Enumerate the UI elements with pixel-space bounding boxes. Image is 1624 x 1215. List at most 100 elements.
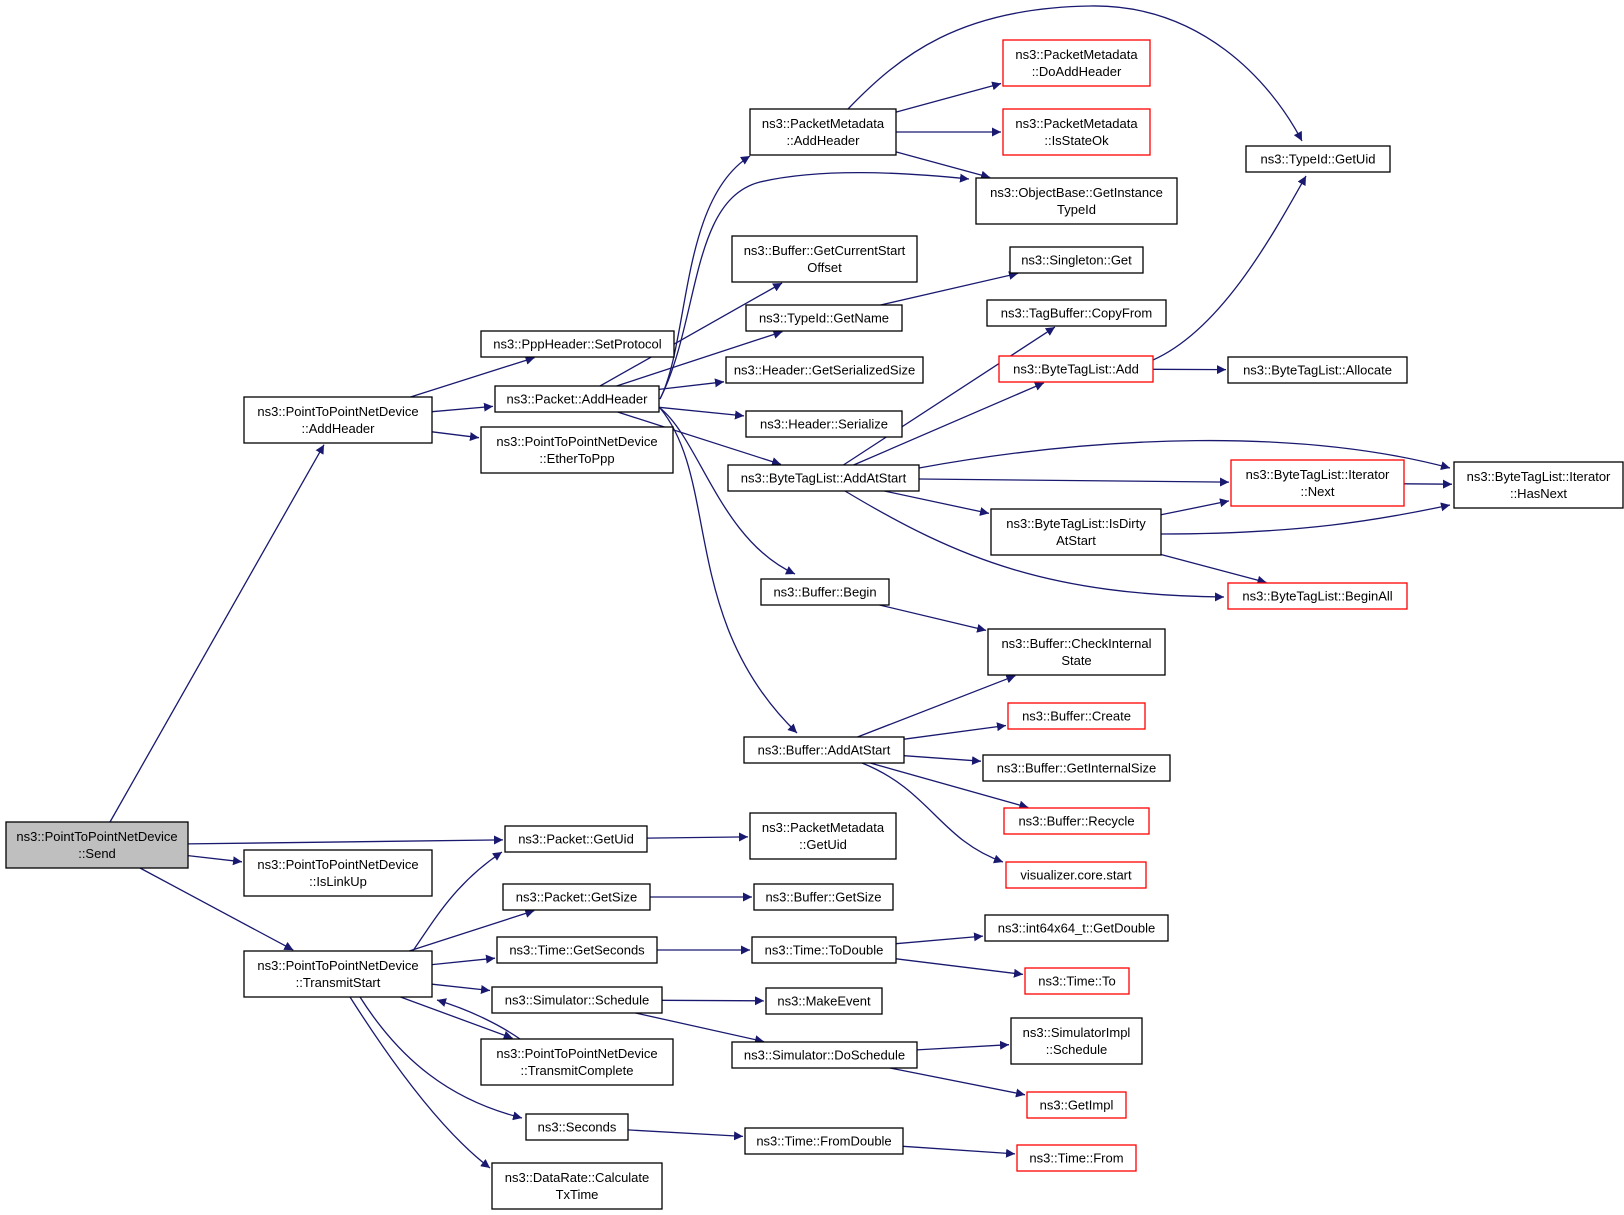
node-box [243,396,433,444]
node-time_from[interactable]: ns3::Time::From [1016,1144,1137,1172]
node-header_serialize[interactable]: ns3::Header::Serialize [745,410,903,438]
node-label: ns3::PppHeader::SetProtocol [493,337,661,352]
edge-p2p_addheader-to-p2p_ethertoppp [431,431,480,442]
node-box [998,355,1154,383]
edge-time_fromdouble-to-time_from [902,1145,1016,1158]
node-buf_begin[interactable]: ns3::Buffer::Begin [760,578,890,606]
node-box [480,1038,674,1086]
edge-buf_addatstart-to-buf_checkinternal [857,674,1016,738]
edge-packet_addheader-to-btl_addatstart [617,411,782,466]
edge-seconds-to-time_fromdouble [627,1129,744,1141]
node-btl_addatstart[interactable]: ns3::ByteTagList::AddAtStart [727,464,920,492]
node-int64_getdouble[interactable]: ns3::int64x64_t::GetDouble [984,914,1169,942]
node-tagbuf_copyfrom[interactable]: ns3::TagBuffer::CopyFrom [986,299,1167,327]
edge-packet_addheader-to-header_getsersize [658,378,725,391]
node-time_getseconds[interactable]: ns3::Time::GetSeconds [496,936,658,964]
node-sim_doschedule[interactable]: ns3::Simulator::DoSchedule [731,1041,918,1069]
node-box [1002,39,1151,87]
node-label: ns3::Header::Serialize [760,417,888,432]
node-label: ::AddHeader [302,421,376,436]
node-btl_beginall[interactable]: ns3::ByteTagList::BeginAll [1227,582,1408,610]
node-typeid_getuid[interactable]: ns3::TypeId::GetUid [1245,145,1391,173]
node-pm_getuid[interactable]: ns3::PacketMetadata::GetUid [749,812,897,860]
node-packet_getuid[interactable]: ns3::Packet::GetUid [504,825,648,853]
edge-packet_addheader-to-pm_addheader [659,155,751,400]
node-btl_iter_next[interactable]: ns3::ByteTagList::Iterator::Next [1230,459,1405,507]
edge-btl_addatstart-to-btl_isdirty [884,490,990,516]
node-sim_schedule[interactable]: ns3::Simulator::Schedule [491,986,663,1014]
edge-packet_addheader-to-objbase_getinst [659,171,970,400]
node-p2p_addheader[interactable]: ns3::PointToPointNetDevice::AddHeader [243,396,433,444]
node-box [1005,861,1147,889]
node-label: ns3::PointToPointNetDevice [257,958,418,973]
node-label: State [1061,653,1091,668]
node-label: ns3::ByteTagList::Iterator [1467,469,1611,484]
node-btl_allocate[interactable]: ns3::ByteTagList::Allocate [1227,356,1408,384]
node-buf_getinternalsize[interactable]: ns3::Buffer::GetInternalSize [982,754,1171,782]
node-box [1010,1017,1143,1065]
node-label: ns3::Seconds [538,1120,617,1135]
node-packet_addheader[interactable]: ns3::Packet::AddHeader [494,385,660,413]
node-header_getsersize[interactable]: ns3::Header::GetSerializedSize [725,356,924,384]
node-label: ::IsLinkUp [309,874,367,889]
node-singleton_get[interactable]: ns3::Singleton::Get [1009,246,1144,274]
node-time_to[interactable]: ns3::Time::To [1024,967,1130,995]
node-pm_addheader[interactable]: ns3::PacketMetadata::AddHeader [749,108,897,156]
node-label: ns3::DataRate::Calculate [505,1170,650,1185]
node-buf_addatstart[interactable]: ns3::Buffer::AddAtStart [743,736,905,764]
node-time_fromdouble[interactable]: ns3::Time::FromDouble [744,1127,904,1155]
edge-p2p_addheader-to-packet_addheader [431,402,494,413]
edge-pm_addheader-to-objbase_getinst [895,151,991,180]
node-label: ns3::PacketMetadata [1015,116,1138,131]
node-label: ::TransmitComplete [521,1063,634,1078]
node-packet_getsize[interactable]: ns3::Packet::GetSize [502,883,651,911]
edge-buf_addatstart-to-buf_create [903,722,1007,740]
node-btl_iter_hasnext[interactable]: ns3::ByteTagList::Iterator::HasNext [1453,461,1624,509]
node-p2p_transmitcomplete[interactable]: ns3::PointToPointNetDevice::TransmitComp… [480,1038,674,1086]
node-typeid_getname[interactable]: ns3::TypeId::GetName [745,304,903,332]
node-simimpl_schedule[interactable]: ns3::SimulatorImpl::Schedule [1010,1017,1143,1065]
node-time_todouble[interactable]: ns3::Time::ToDouble [751,936,897,964]
node-buf_recycle[interactable]: ns3::Buffer::Recycle [1003,807,1150,835]
node-label: ns3::Simulator::Schedule [505,993,650,1008]
edge-p2p_transmitstart-to-datarate_calc [349,996,491,1169]
node-box [491,986,663,1014]
node-seconds[interactable]: ns3::Seconds [525,1113,629,1141]
node-p2p_ethertoppp[interactable]: ns3::PointToPointNetDevice::EtherToPpp [480,426,674,474]
node-label: TxTime [556,1187,599,1202]
node-box [1227,356,1408,384]
node-buf_getsize[interactable]: ns3::Buffer::GetSize [753,883,894,911]
node-box [990,508,1162,556]
node-box [480,426,674,474]
node-btl_add[interactable]: ns3::ByteTagList::Add [998,355,1154,383]
edge-buf_addatstart-to-viz_start [861,762,1004,864]
node-label: ::TransmitStart [296,975,381,990]
node-box [1024,967,1130,995]
node-label: ns3::Time::To [1038,974,1116,989]
node-label: ns3::Buffer::AddAtStart [758,743,891,758]
node-label: ::HasNext [1510,486,1567,501]
node-pm_doaddheader[interactable]: ns3::PacketMetadata::DoAddHeader [1002,39,1151,87]
edge-sim_schedule-to-makeevent [661,996,765,1006]
node-p2p_islinkup[interactable]: ns3::PointToPointNetDevice::IsLinkUp [243,849,433,897]
edge-buf_addatstart-to-buf_recycle [870,762,1029,810]
node-viz_start[interactable]: visualizer.core.start [1005,861,1147,889]
node-label: visualizer.core.start [1020,868,1132,883]
edge-p2p_transmitstart-to-sim_schedule [431,983,491,995]
node-buf_create[interactable]: ns3::Buffer::Create [1007,702,1146,730]
edge-p2p_transmitcomplete-to-p2p_transmitstart [436,998,521,1040]
node-p2p_transmitstart[interactable]: ns3::PointToPointNetDevice::TransmitStar… [243,950,433,998]
edges-layer [109,5,1453,1169]
node-box [984,914,1169,942]
node-getimpl[interactable]: ns3::GetImpl [1026,1091,1127,1119]
node-ppp_setprotocol[interactable]: ns3::PppHeader::SetProtocol [480,330,675,358]
node-makeevent[interactable]: ns3::MakeEvent [765,987,883,1015]
edge-btl_isdirty-to-btl_iter_hasnext [1160,502,1451,535]
node-pm_isstateok[interactable]: ns3::PacketMetadata::IsStateOk [1002,108,1151,156]
